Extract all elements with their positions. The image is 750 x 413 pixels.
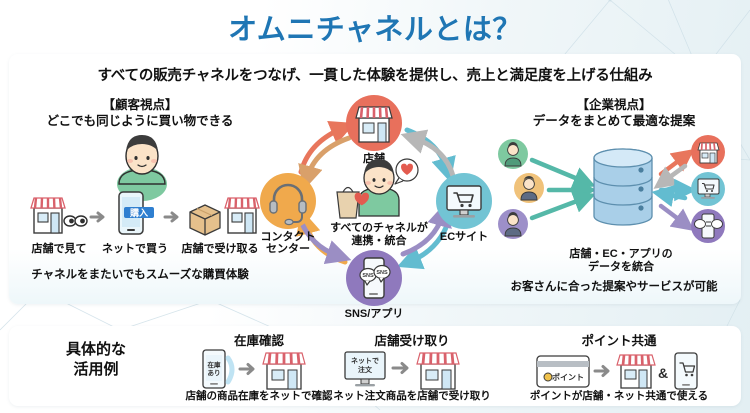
customer-panel-heading: 【顧客視点】 どこでも同じように買い物できる [15,98,265,129]
use-case-points[interactable]: ポイント共通 ポイント & ポイントが店舗・ネット共通で使える [509,326,729,406]
database-label: 店舗・EC・アプリの データを統合 [541,248,701,274]
company-perspective-panel: 【企業視点】 データをまとめて最適な提案 [489,98,739,298]
omnichannel-hub: 店舗 ECサイト [257,94,497,320]
store-icon [346,95,402,151]
order-text-line2: 注文 [358,365,373,374]
customer-person-illustration [117,135,167,201]
hub-node-ec[interactable] [435,172,493,230]
customer-avatar-group [498,209,528,239]
use-case-1-heading: 店舗受け取り [374,334,450,348]
use-case-2-caption: ポイントが店舗・ネット共通で使える [529,390,709,402]
step-label-2: 店舗で受け取る [181,243,259,255]
customer-heading-line1: 【顧客視点】 [102,98,178,112]
hub-node-sns[interactable]: SNS SNS [345,249,403,307]
output-ec-icon [691,172,725,206]
hub-center-text-line2: 連携・統合 [351,235,407,247]
stock-text-line2: あり [208,368,221,377]
company-heading-line2: データをまとめて最適な提案 [532,114,696,128]
main-content-card: すべての販売チャネルをつなげ、一貫した体験を提供し、売上と満足度を上げる仕組み … [9,54,741,320]
parcel-store-icon [189,197,260,236]
hub-arrows [296,121,456,270]
use-case-store-pickup[interactable]: 店舗受け取り ネットで 注文 ネット注文商品を店舗で受け取り [307,326,517,406]
stock-check-illustration: 在庫 あり [202,349,306,390]
step-label-0: 店舗で見て [31,243,87,255]
shopper-person-icon [336,158,419,219]
customer-perspective-panel: 【顧客視点】 どこでも同じように買い物できる [15,98,265,298]
use-cases-title: 具体的な 活用例 [31,340,161,380]
use-case-0-caption: 店舗の商品在庫をネットで確認 [185,390,333,402]
database-icon [593,148,653,226]
hub-center-text: すべてのチャネルが 連携・統合 [311,222,447,248]
use-case-0-heading: 在庫確認 [233,334,284,348]
database-label-line1: 店舗・EC・アプリの [569,248,673,260]
point-card-text: ポイント [552,372,584,382]
ampersand-label: & [658,365,668,381]
output-sns-icon [691,209,725,243]
data-integration-diagram [498,135,725,243]
customer-panel-caption: チャネルをまたいでもスムーズな購買体験 [31,269,249,281]
smartphone-buy-icon: 購入 [118,191,154,235]
points-illustration: ポイント & [536,352,698,390]
use-case-stock-check[interactable]: 在庫確認 在庫 あり 店舗の商品在庫をネットで確認 [159,326,359,406]
customer-avatar-group [514,173,544,203]
store-eyes-icon [30,197,88,234]
svg-text:SNS: SNS [362,273,374,279]
buy-button-text: 購入 [129,207,148,218]
page-title: オムニチャネルとは？ [228,14,522,46]
step-label-1: ネットで買う [102,243,168,255]
hub-node-store[interactable] [345,94,403,152]
store-pickup-illustration: ネットで 注文 [344,351,460,390]
use-cases-title-line2: 活用例 [73,361,119,378]
headset-icon [260,173,316,229]
database-label-line2: データを統合 [588,261,654,273]
use-case-1-caption: ネット注文商品を店舗で受け取り [333,390,491,402]
order-text-line1: ネットで [351,357,379,365]
sns-phone-icon: SNS SNS [346,250,402,306]
hub-node-sns-label: SNS/アプリ [344,308,404,320]
customer-heading-line2: どこでも同じように買い物できる [46,114,234,128]
desktop-cart-icon [436,173,492,229]
svg-text:SNS: SNS [376,270,388,276]
flow-arrow-icon [89,211,105,223]
contact-center-label-line1: コンタクト [260,231,316,243]
use-cases-title-line1: 具体的な [65,341,126,358]
hub-node-ec-label: ECサイト [439,231,489,243]
flow-arrow-icon [163,211,179,223]
stock-text-line1: 在庫 [208,360,222,369]
output-store-icon [691,135,725,169]
use-cases-card: 具体的な 活用例 在庫確認 在庫 あり 店舗の商品在庫をネットで確認 [9,326,741,406]
hub-node-contact-center[interactable] [259,172,317,230]
contact-center-label-line2: センター [266,243,310,255]
hub-center-text-line1: すべてのチャネルが [330,222,428,234]
customer-avatar-group [498,139,528,169]
company-panel-heading: 【企業視点】 データをまとめて最適な提案 [489,98,739,129]
company-heading-line1: 【企業視点】 [576,98,652,112]
page-subtitle: すべての販売チャネルをつなげ、一貫した体験を提供し、売上と満足度を上げる仕組み [97,68,653,84]
use-case-2-heading: ポイント共通 [581,334,657,348]
company-panel-caption: お客さんに合った提案やサービスが可能 [510,281,718,293]
hub-node-contact-center-label: コンタクト センター [247,231,329,255]
